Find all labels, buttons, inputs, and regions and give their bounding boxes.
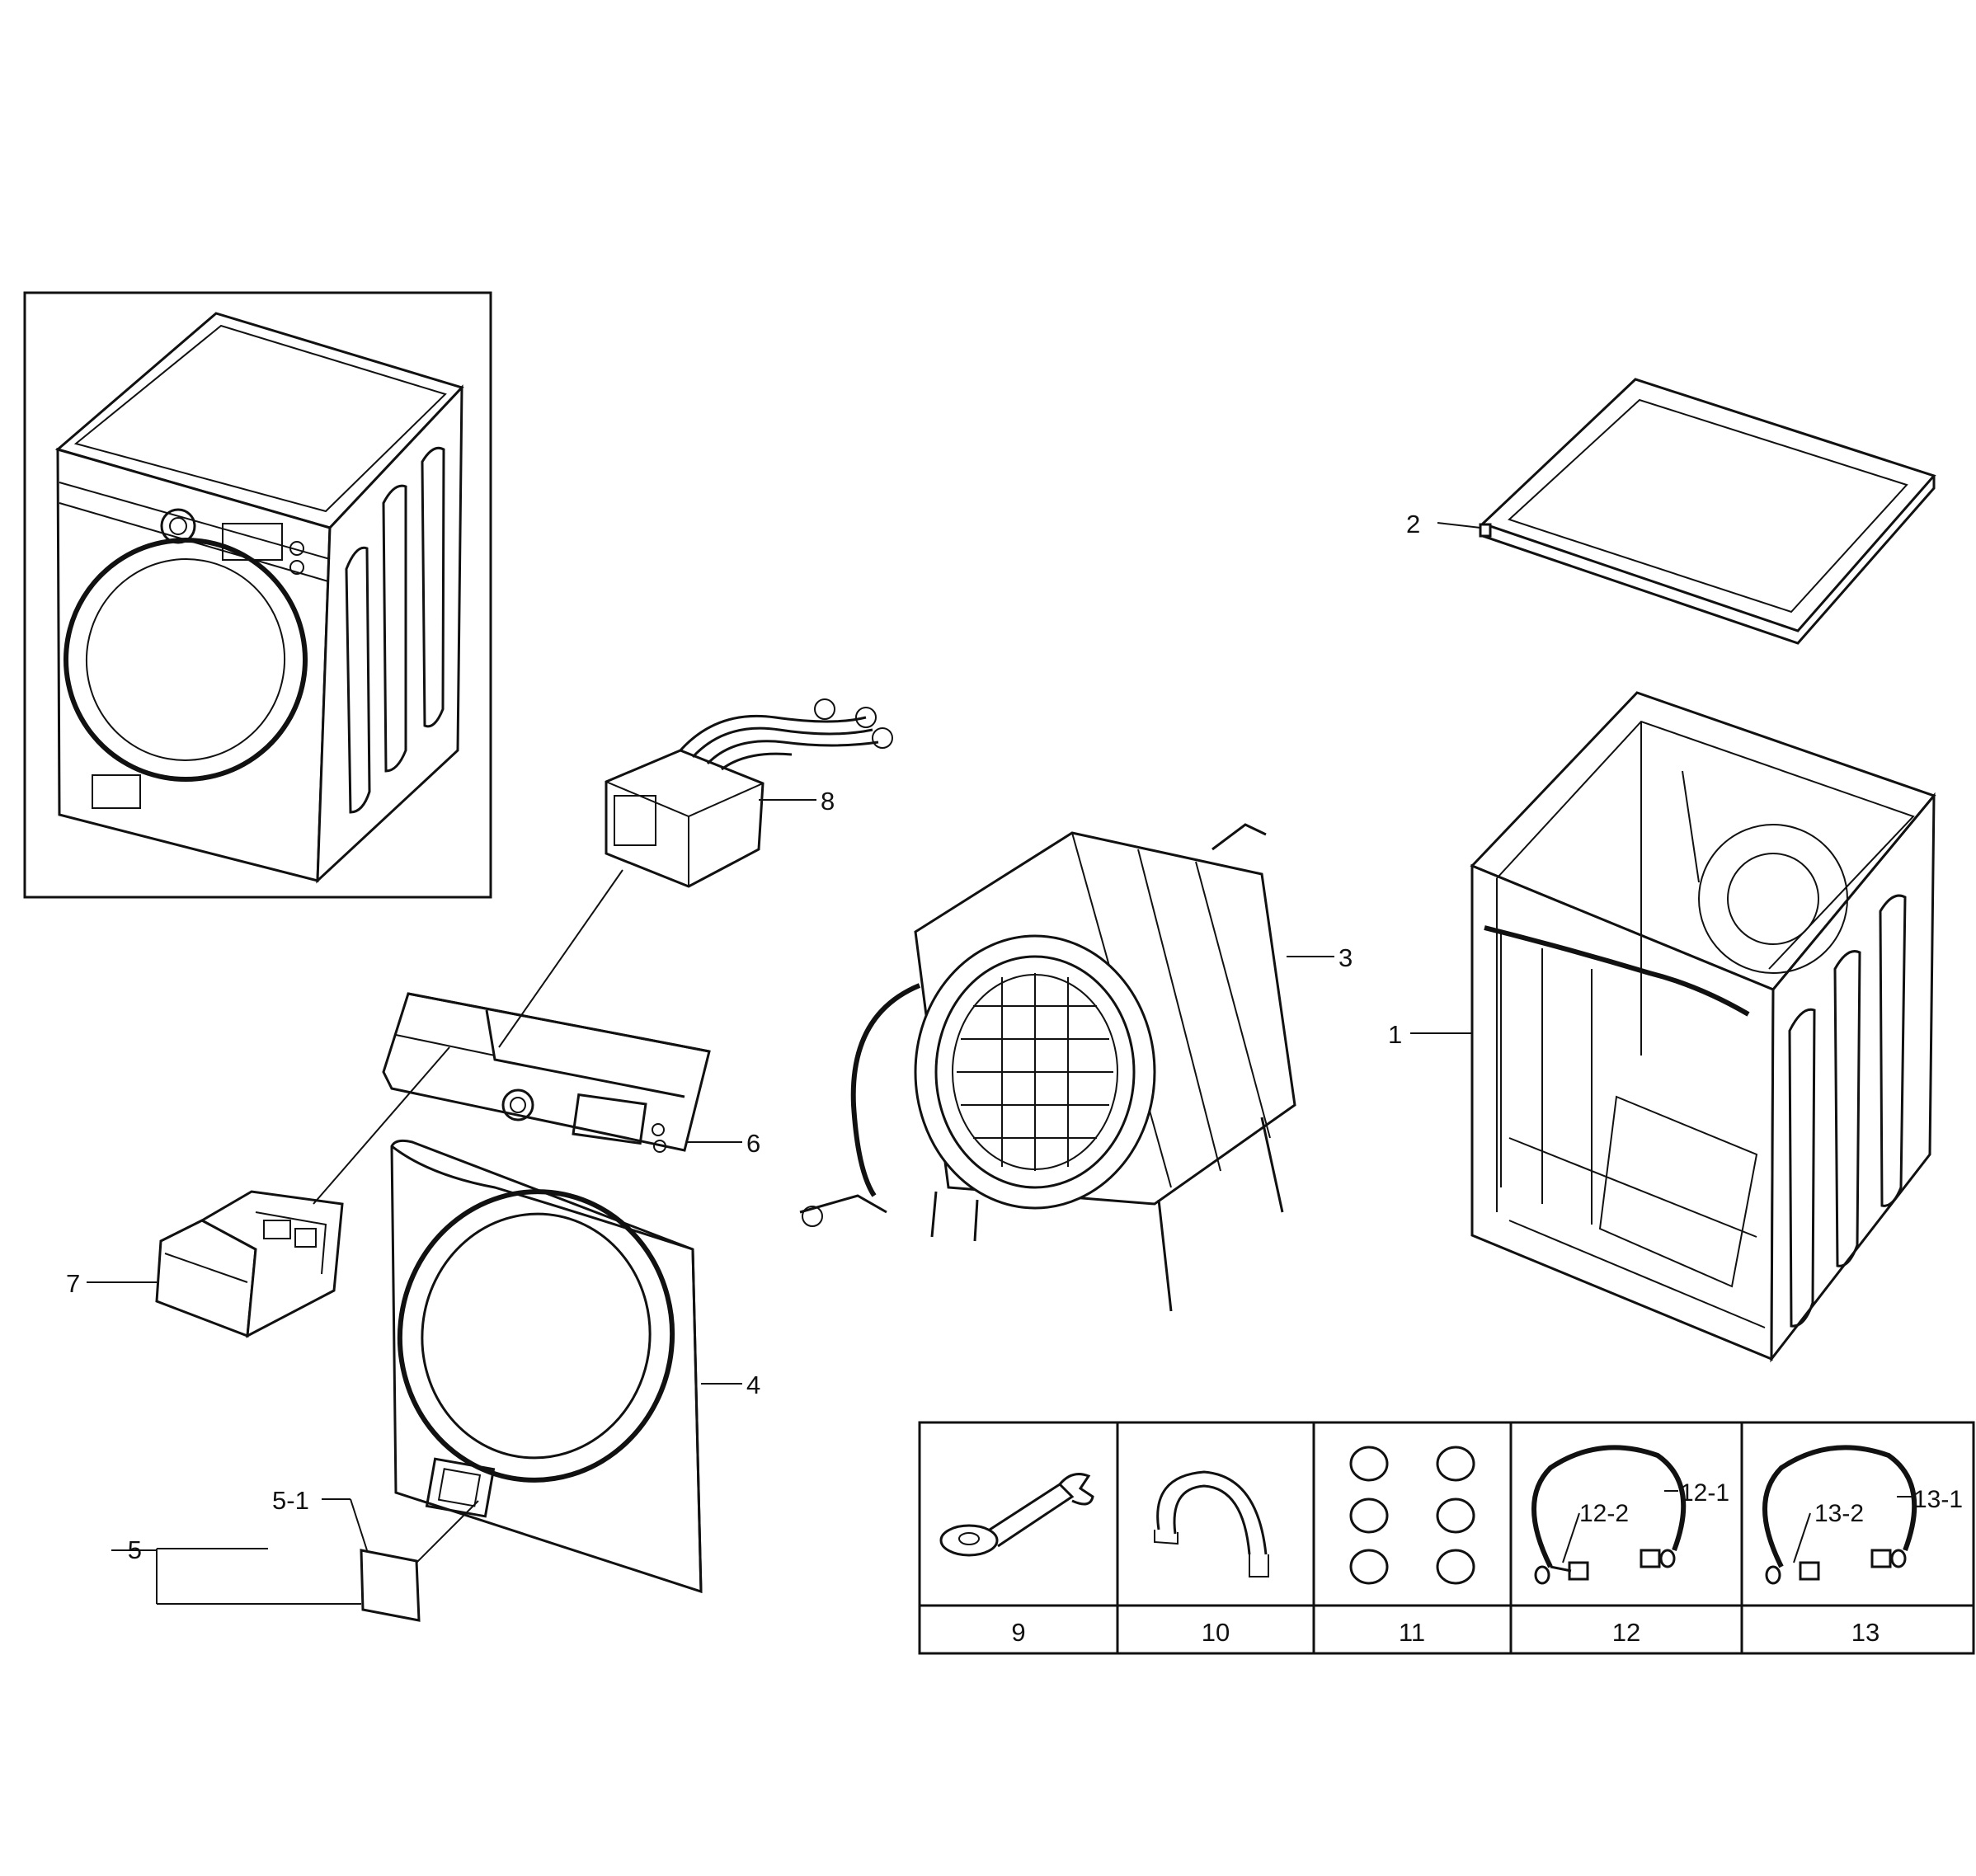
callout-1: 1 (1388, 1020, 1402, 1049)
inlet-hose-accessory-12 (1531, 1445, 1687, 1585)
drum-tub-assembly-part (799, 823, 1296, 1312)
inlet-hose-accessory-13 (1762, 1445, 1917, 1585)
filter-cover-part (360, 1549, 421, 1622)
front-panel-part (390, 1139, 703, 1594)
accessory-sublabel-13-1: 13-1 (1913, 1486, 1963, 1513)
accessory-label-13: 13 (1851, 1618, 1880, 1647)
water-valve-housing-part (605, 698, 893, 888)
accessory-label-11: 11 (1399, 1618, 1425, 1647)
callout-8: 8 (821, 787, 835, 816)
accessory-label-9: 9 (1011, 1618, 1025, 1647)
control-panel-part (382, 992, 711, 1153)
callout-3: 3 (1339, 943, 1353, 972)
detergent-drawer-part (155, 1190, 344, 1338)
assembled-washer-inset (23, 291, 492, 899)
callout-4: 4 (746, 1371, 760, 1399)
callout-2: 2 (1406, 510, 1420, 538)
callout-7: 7 (66, 1269, 80, 1298)
top-cover-part (1479, 378, 1936, 645)
cap-set-accessory (1349, 1446, 1475, 1585)
callout-leaders (87, 522, 1481, 1605)
callout-5-1: 5-1 (272, 1486, 309, 1515)
accessory-label-12: 12 (1612, 1618, 1640, 1647)
callout-labels: 1 2 3 4 5 5-1 6 7 8 (66, 510, 1420, 1564)
wrench-accessory (939, 1473, 1094, 1557)
callout-5: 5 (128, 1535, 142, 1564)
assembly-leader-lines (313, 869, 623, 1563)
callout-6: 6 (746, 1129, 760, 1158)
accessory-label-10: 10 (1202, 1618, 1230, 1647)
accessory-sublabel-12-2: 12-2 (1579, 1500, 1629, 1527)
accessory-sublabel-12-1: 12-1 (1680, 1479, 1729, 1507)
accessory-sublabel-13-2: 13-2 (1814, 1500, 1864, 1527)
cabinet-frame-part (1470, 691, 1936, 1363)
hose-guide-accessory (1154, 1470, 1269, 1577)
accessories-table: 9 10 11 12 13 12-1 12-2 13-1 13-2 (918, 1421, 1975, 1655)
